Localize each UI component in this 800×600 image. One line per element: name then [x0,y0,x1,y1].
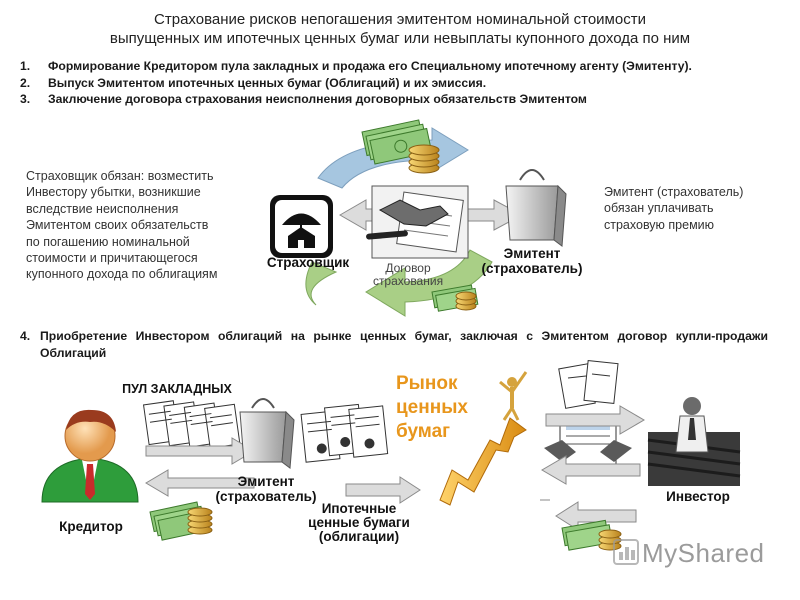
arrow-to-creditor [145,469,255,497]
step-item: 1.Формирование Кредитором пула закладных… [20,59,692,73]
step-4: 4. Приобретение Инвестором облигаций на … [20,329,768,360]
investor-label: Инвестор [666,489,730,504]
arrow-to-investor-top [545,405,645,435]
purchase-contract-icon [544,359,632,469]
arrows-market-investor [540,405,645,531]
arrow-to-market-middle [541,455,641,485]
investor-figure-icon [647,397,741,486]
shopping-bag-icon [239,398,295,469]
issuer-label-top: Эмитент (страхователь) [481,246,583,276]
money-coins-icon [149,501,213,541]
umbrella-house-icon [270,195,333,258]
myshared-logo-icon [613,539,639,565]
steps-list: 1.Формирование Кредитором пула закладных… [20,58,768,108]
step-item: 2.Выпуск Эмитентом ипотечных ценных бума… [20,75,487,90]
title-line-1: Страхование рисков непогашения эмитентом… [154,11,646,28]
arrow-to-market [345,476,421,504]
arrow-to-issuer [145,437,255,465]
bond-documents-icon [300,403,389,463]
money-coins-icon [431,284,479,312]
contract-label: Договор страхования [372,261,444,288]
arrows-creditor-issuer [145,437,255,497]
money-coins-icon [361,119,440,174]
cycle-arrow-left-tail [305,261,338,306]
mortgage-documents-icon [142,400,241,449]
title-line-2: выпущенных им ипотечных ценных бумаг или… [109,30,691,47]
slide-title: Страхование рисков непогашения эмитентом… [60,10,740,48]
cycle-arrows [305,127,524,317]
market-label: Рынок ценных бумаг [396,373,468,442]
growth-arrow-figure-icon [439,371,528,506]
issuer-label-bottom: Эмитент (страхователь) [215,474,317,504]
shopping-bag-icon [505,169,567,247]
creditor-label: Кредитор [59,519,123,534]
pool-label: ПУЛ ЗАКЛАДНЫХ [122,382,232,396]
insurer-obligation-note: Страховщик обязан: возместить Инвестору … [26,169,218,282]
money-coins-icon [561,519,622,551]
cycle-arrow-bottom [365,249,493,317]
handshake-contract-icon [366,185,469,259]
securities-label: Ипотечные ценные бумаги (облигации) [308,501,410,544]
step-item: 3.Заключение договора страхования неиспо… [20,92,587,106]
arrow-to-market-bottom [555,501,637,531]
issuer-obligation-note: Эмитент (страхователь) обязан уплачивать… [604,185,744,232]
creditor-avatar-icon [41,409,139,503]
watermark: MyShared [642,538,765,568]
insurer-label: Страховщик [266,255,350,270]
